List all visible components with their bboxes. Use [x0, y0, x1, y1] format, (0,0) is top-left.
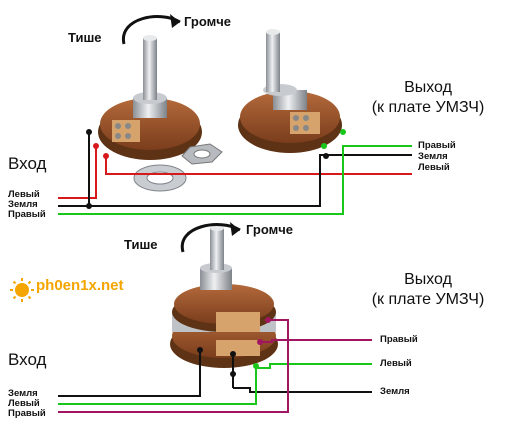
bottom-output-title: Выход (к плате УМЗЧ) — [352, 270, 504, 310]
top-input-title: Вход — [8, 154, 47, 173]
dual-potentiometer — [170, 225, 278, 368]
bottom-in-right-label: Правый — [8, 408, 46, 419]
top-left-potentiometer — [98, 35, 202, 160]
bottom-out-right-label: Правый — [380, 334, 418, 345]
top-in-left-label: Левый — [8, 189, 40, 200]
top-in-right-label: Правый — [8, 209, 46, 220]
top-right-potentiometer — [238, 29, 342, 153]
bottom-out-ground-label: Земля — [380, 386, 410, 397]
watermark-text: ph0en1x.net — [36, 277, 124, 294]
bottom-output-title-line2: (к плате УМЗЧ) — [371, 291, 485, 308]
top-out-right-label: Правый — [418, 140, 456, 151]
bottom-wire-junctions — [197, 317, 271, 377]
top-louder-label: Громче — [184, 14, 231, 29]
bottom-in-left-label: Левый — [8, 398, 40, 409]
top-output-title-line2: (к плате УМЗЧ) — [371, 99, 485, 116]
bottom-output-title-line1: Выход — [404, 271, 452, 288]
bottom-out-left-label: Левый — [380, 358, 412, 369]
top-output-title: Выход (к плате УМЗЧ) — [352, 78, 504, 118]
top-output-title-line1: Выход — [404, 79, 452, 96]
bottom-quieter-label: Тише — [124, 237, 158, 252]
bottom-input-title: Вход — [8, 350, 47, 369]
watermark: ph0en1x.net — [8, 277, 124, 294]
bottom-louder-label: Громче — [246, 222, 293, 237]
top-in-ground-label: Земля — [8, 199, 38, 210]
sun-logo-icon — [10, 278, 34, 302]
washer-nut — [133, 143, 223, 192]
bottom-in-ground-label: Земля — [8, 388, 38, 399]
top-quieter-label: Тише — [68, 30, 102, 45]
top-out-ground-label: Земля — [418, 151, 448, 162]
top-wire-junctions — [86, 129, 346, 209]
top-out-left-label: Левый — [418, 162, 450, 173]
